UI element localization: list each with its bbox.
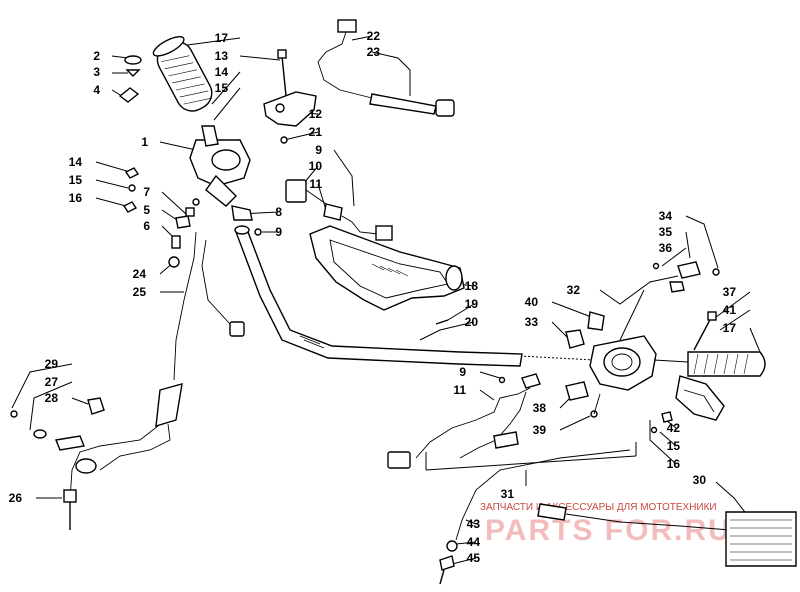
callout-number: 20 <box>465 315 479 329</box>
callout-number: 6 <box>143 219 150 233</box>
handlebar <box>234 225 523 367</box>
switch-bracket-parts <box>171 198 200 249</box>
callout-number: 30 <box>693 473 707 487</box>
callout-number: 23 <box>367 45 381 59</box>
bar-clamp-parts <box>231 205 262 236</box>
right-throttle-housing <box>587 311 657 391</box>
callout-number: 44 <box>467 535 481 549</box>
callout-number: 15 <box>69 173 83 187</box>
callout-number: 36 <box>659 241 673 255</box>
callout-number: 14 <box>69 155 83 169</box>
right-bolt <box>693 311 717 351</box>
right-grip <box>653 351 766 377</box>
callout-number: 34 <box>659 209 673 223</box>
throttle-cable <box>55 231 245 530</box>
callout-number: 26 <box>9 491 23 505</box>
callout-number: 11 <box>309 177 322 191</box>
callout-number: 14 <box>215 65 229 79</box>
callout-number: 8 <box>275 205 282 219</box>
callout-number: 9 <box>459 365 466 379</box>
callout-number: 33 <box>525 315 539 329</box>
left-switch-housing <box>189 125 251 207</box>
callout-number: 25 <box>133 285 147 299</box>
callout-number: 29 <box>45 357 59 371</box>
callout-number: 11 <box>453 383 466 397</box>
right-lever <box>650 375 725 434</box>
kill-switch <box>285 179 393 241</box>
callout-number: 22 <box>367 29 381 43</box>
callout-number: 18 <box>465 279 479 293</box>
callout-number: 4 <box>93 83 100 97</box>
bolt <box>277 49 287 97</box>
callout-number: 16 <box>69 191 83 205</box>
callout-number: 27 <box>45 375 59 389</box>
left-lever-housing <box>263 91 317 144</box>
callout-number: 1 <box>141 135 148 149</box>
right-switch-wiring <box>387 373 601 469</box>
callout-number: 21 <box>309 125 323 139</box>
watermark-caption: ЗАПЧАСТИ И АКСЕССУАРЫ ДЛЯ МОТОТЕХНИКИ <box>480 502 717 513</box>
pad-screw <box>435 319 449 325</box>
callout-number: 40 <box>525 295 539 309</box>
callout-number: 9 <box>275 225 282 239</box>
callout-number: 12 <box>309 107 323 121</box>
callout-number: 13 <box>215 49 229 63</box>
throttle-cable-connector <box>317 19 455 117</box>
screw-cap-parts <box>118 55 142 103</box>
callout-number: 43 <box>467 517 481 531</box>
leader-lines <box>11 35 761 567</box>
throttle-hardware-top <box>652 261 720 293</box>
watermark-logo: PARTS FOR.RU <box>485 514 732 547</box>
callout-number: 15 <box>667 439 681 453</box>
callout-number: 7 <box>143 185 150 199</box>
callout-number: 2 <box>93 49 100 63</box>
callout-number: 5 <box>143 203 150 217</box>
handlebar-pad <box>309 225 465 311</box>
callout-number: 42 <box>667 421 681 435</box>
callout-number: 37 <box>723 285 737 299</box>
callout-number: 16 <box>667 457 681 471</box>
callout-number: 38 <box>533 401 547 415</box>
callout-number: 32 <box>567 283 581 297</box>
callout-number: 28 <box>45 391 59 405</box>
callout-number: 41 <box>723 303 737 317</box>
callout-number: 10 <box>309 159 323 173</box>
callout-number: 31 <box>501 487 515 501</box>
cable-clips <box>10 397 105 439</box>
callout-number: 9 <box>315 143 322 157</box>
callout-number: 39 <box>533 423 547 437</box>
callout-number: 45 <box>467 551 481 565</box>
callout-number: 19 <box>465 297 479 311</box>
left-grip <box>152 36 213 112</box>
callout-number: 3 <box>93 65 100 79</box>
callout-number: 17 <box>723 321 737 335</box>
callout-labels: 2341713141522231122114151691011756892425… <box>9 29 737 565</box>
callout-number: 17 <box>215 31 229 45</box>
brake-cable <box>439 449 797 585</box>
throttle-part-33 <box>565 329 585 349</box>
callout-number: 24 <box>133 267 147 281</box>
callout-number: 15 <box>215 81 229 95</box>
left-small-hardware <box>122 167 140 213</box>
callout-number: 35 <box>659 225 673 239</box>
watermark: PARTS FOR.RU ЗАПЧАСТИ И АКСЕССУАРЫ ДЛЯ М… <box>480 502 732 547</box>
